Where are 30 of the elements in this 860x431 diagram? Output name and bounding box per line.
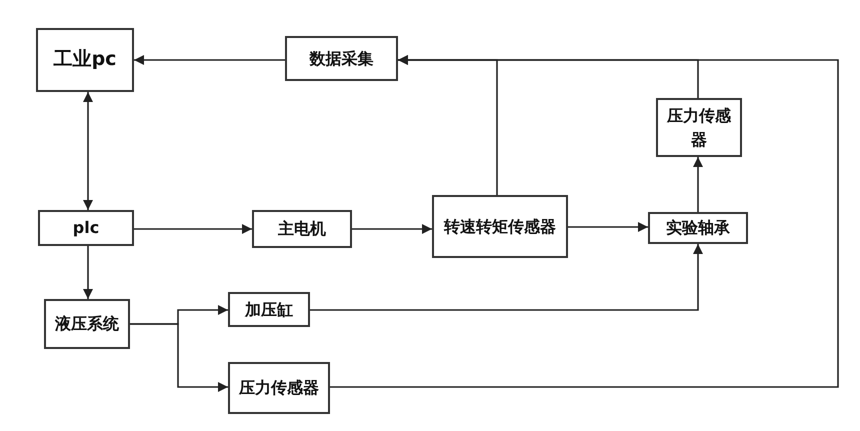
process-box	[228, 292, 310, 327]
box-label: 转速转矩传感器	[444, 216, 556, 238]
arrow	[693, 157, 703, 212]
box-label: 压力传感器	[239, 377, 319, 400]
process-box	[648, 212, 748, 244]
arrow	[134, 55, 285, 65]
arrow	[83, 246, 93, 299]
process-box	[44, 299, 130, 349]
box-label: 工业pc	[54, 47, 116, 72]
box-label: plc	[72, 217, 100, 240]
process-box	[432, 195, 568, 258]
process-box	[285, 36, 398, 81]
arrow	[130, 323, 228, 392]
box-label: 加压缸	[245, 298, 293, 321]
process-box	[252, 210, 352, 248]
process-box	[228, 362, 330, 414]
arrow	[310, 244, 703, 311]
box-label: 实验轴承	[666, 217, 730, 240]
arrow	[352, 224, 432, 234]
arrow	[330, 55, 839, 388]
process-box	[38, 210, 134, 246]
box-label: 数据采集	[310, 48, 374, 70]
process-box	[656, 98, 742, 157]
box-label: 主电机	[278, 218, 326, 240]
box-label: 液压系统	[55, 313, 119, 336]
box-label: 压力传感器	[666, 105, 732, 150]
process-box	[36, 28, 134, 92]
arrow	[568, 222, 648, 232]
arrow	[134, 224, 252, 234]
arrow	[83, 92, 93, 210]
